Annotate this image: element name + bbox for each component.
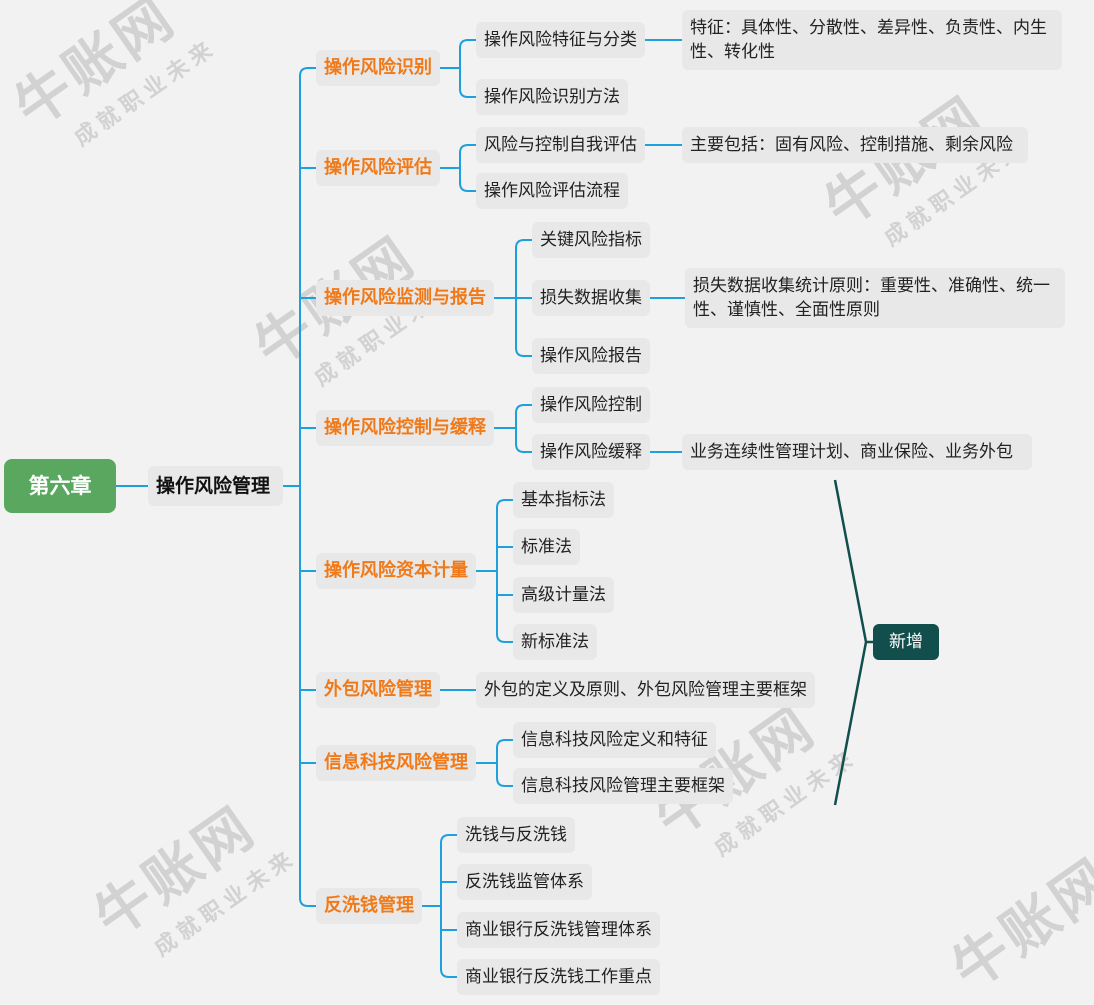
branch-node[interactable]: 信息科技风险管理 [316,745,476,781]
child-node[interactable]: 高级计量法 [513,577,614,613]
level1-connector [299,67,316,907]
child-node[interactable]: 信息科技风险定义和特征 [513,722,716,758]
branch-node[interactable]: 操作风险控制与缓释 [316,410,494,446]
branch-node[interactable]: 操作风险评估 [316,150,440,186]
center-node[interactable]: 操作风险管理 [148,466,283,506]
note-node[interactable]: 特征：具体性、分散性、差异性、负责性、内生性、转化性 [682,10,1062,70]
note-node[interactable]: 主要包括：固有风险、控制措施、剩余风险 [682,127,1028,163]
root-node[interactable]: 第六章 [4,459,116,513]
child-node[interactable]: 损失数据收集 [532,280,650,316]
child-connector [440,834,457,978]
annotation-bracket [833,479,868,806]
child-node[interactable]: 洗钱与反洗钱 [457,817,575,853]
child-node[interactable]: 商业银行反洗钱工作重点 [457,959,660,995]
child-connector [496,499,513,643]
child-connector [459,39,476,98]
branch-node[interactable]: 操作风险监测与报告 [316,280,494,316]
child-node[interactable]: 反洗钱监管体系 [457,864,592,900]
child-connector [496,739,513,787]
child-node[interactable]: 基本指标法 [513,482,614,518]
child-node[interactable]: 操作风险评估流程 [476,173,628,209]
child-node[interactable]: 风险与控制自我评估 [476,127,645,163]
child-node[interactable]: 操作风险识别方法 [476,79,628,115]
child-node[interactable]: 操作风险特征与分类 [476,22,645,58]
branch-node[interactable]: 操作风险资本计量 [316,553,476,589]
child-node[interactable]: 外包的定义及原则、外包风险管理主要框架 [476,672,815,708]
branch-node[interactable]: 外包风险管理 [316,672,440,708]
child-node[interactable]: 关键风险指标 [532,222,650,258]
note-node[interactable]: 业务连续性管理计划、商业保险、业务外包 [682,434,1032,470]
child-node[interactable]: 操作风险控制 [532,387,650,423]
child-node[interactable]: 操作风险缓释 [532,434,650,470]
child-node[interactable]: 信息科技风险管理主要框架 [513,768,733,804]
child-node[interactable]: 新标准法 [513,624,597,660]
child-node[interactable]: 操作风险报告 [532,338,650,374]
branch-node[interactable]: 反洗钱管理 [316,888,422,924]
child-node[interactable]: 标准法 [513,529,580,565]
note-node[interactable]: 损失数据收集统计原则：重要性、准确性、统一性、谨慎性、全面性原则 [685,268,1065,328]
child-connector [515,404,532,453]
branch-node[interactable]: 操作风险识别 [316,50,440,86]
child-node[interactable]: 商业银行反洗钱管理体系 [457,912,660,948]
child-connector [459,144,476,192]
annotation-tag[interactable]: 新增 [873,624,939,660]
